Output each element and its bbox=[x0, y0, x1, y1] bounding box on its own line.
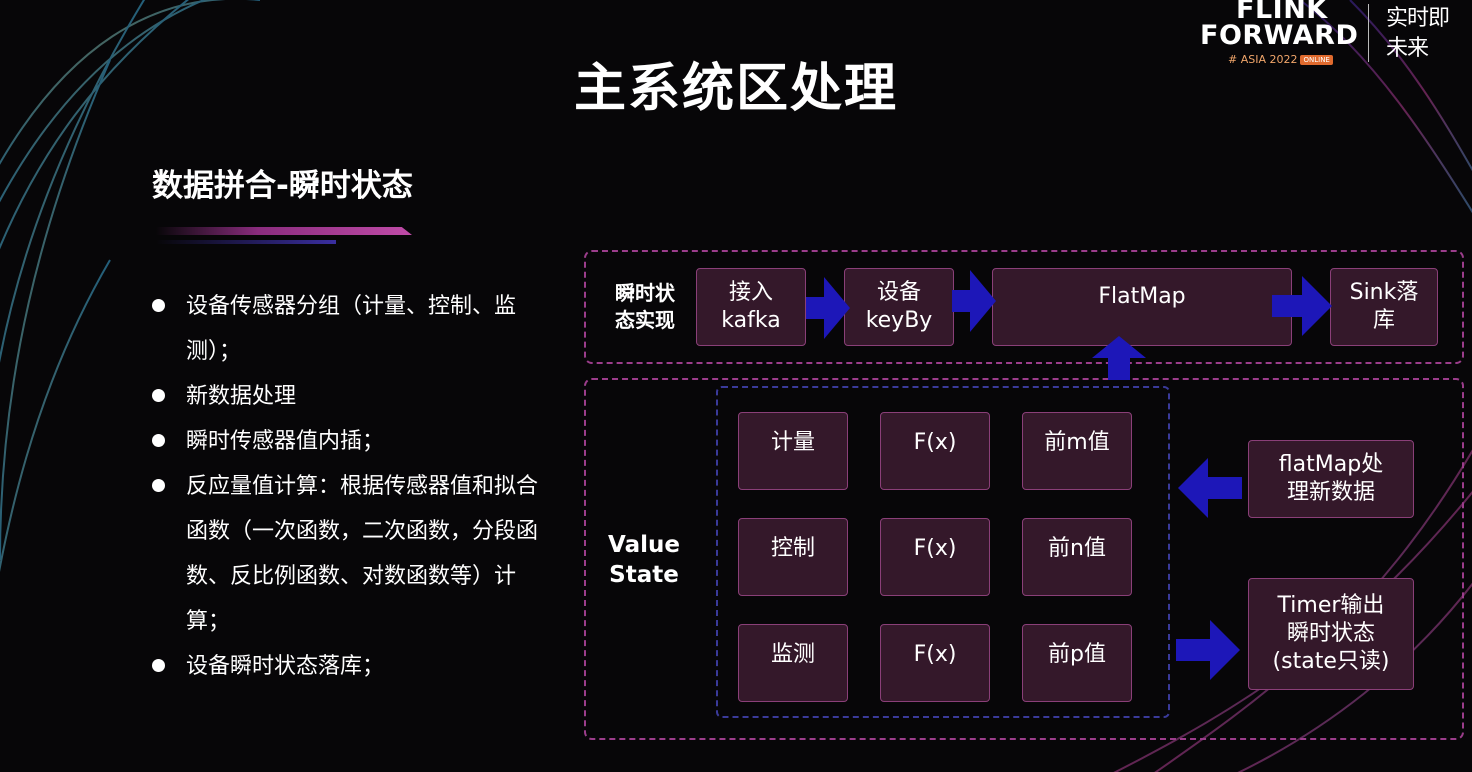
row-prev-box: 前m值 bbox=[1022, 412, 1132, 490]
row-name-box: 控制 bbox=[738, 518, 848, 596]
bullet-item: 新数据处理 bbox=[152, 374, 542, 419]
kafka-line1: 接入 bbox=[728, 280, 773, 305]
subtitle-underline bbox=[156, 227, 412, 235]
row-fn-box: F(x) bbox=[880, 412, 990, 490]
timer-output-box: Timer输出瞬时状态 (state只读) bbox=[1248, 578, 1414, 690]
section-subtitle: 数据拼合-瞬时状态 bbox=[152, 168, 413, 204]
logo-online-badge: ONLINE bbox=[1300, 55, 1333, 65]
value-state-line1: Value bbox=[608, 532, 680, 558]
keyby-line2: keyBy bbox=[865, 308, 933, 333]
logo-asia-label: # ASIA 2022 bbox=[1228, 53, 1298, 66]
bullet-dot bbox=[152, 299, 165, 312]
row-fn-box: F(x) bbox=[880, 624, 990, 702]
bullet-text: 设备瞬时状态落库； bbox=[186, 654, 385, 679]
logo-forward-text: FORWARD bbox=[1200, 20, 1359, 51]
sink-line2: 库 bbox=[1372, 308, 1395, 333]
kafka-source-box: 接入 kafka bbox=[696, 268, 806, 346]
timer-line3: (state只读) bbox=[1272, 649, 1390, 674]
bullet-dot bbox=[152, 434, 165, 447]
row-fn-box: F(x) bbox=[880, 518, 990, 596]
bullet-text: 设备传感器分组（计量、控制、监测）； bbox=[186, 294, 517, 364]
logo-slogan-line1: 实时即 bbox=[1386, 6, 1450, 31]
bullet-dot bbox=[152, 479, 165, 492]
bullet-dot bbox=[152, 389, 165, 402]
sensor-state-group bbox=[716, 386, 1170, 718]
logo-divider bbox=[1368, 4, 1369, 62]
sink-line1: Sink落 bbox=[1349, 280, 1419, 305]
timer-line2: 瞬时状态 bbox=[1286, 621, 1375, 646]
logo-flink-text: FLINK bbox=[1236, 0, 1328, 25]
bullet-list: 设备传感器分组（计量、控制、监测）； 新数据处理 瞬时传感器值内插； 反应量值计… bbox=[152, 284, 542, 689]
pipeline-label: 瞬时状 态实现 bbox=[600, 280, 690, 334]
bullet-dot bbox=[152, 659, 165, 672]
keyby-line1: 设备 bbox=[876, 280, 921, 305]
flatmap-new-line2: 理新数据 bbox=[1286, 480, 1375, 505]
subtitle-underline-accent bbox=[156, 240, 336, 244]
flatmap-box: FlatMap bbox=[992, 268, 1292, 346]
pipeline-label-line1: 瞬时状 bbox=[615, 281, 675, 305]
right-arrow-icon bbox=[1272, 276, 1332, 336]
value-state-group bbox=[584, 378, 1464, 740]
keyby-box: 设备 keyBy bbox=[844, 268, 954, 346]
up-arrow-icon bbox=[1092, 336, 1146, 380]
value-state-label: Value State bbox=[596, 530, 692, 590]
bullet-item: 瞬时传感器值内插； bbox=[152, 419, 542, 464]
row-prev-box: 前n值 bbox=[1022, 518, 1132, 596]
timer-line1: Timer输出 bbox=[1277, 593, 1385, 618]
row-name-box: 计量 bbox=[738, 412, 848, 490]
sink-box: Sink落库 bbox=[1330, 268, 1438, 346]
right-arrow-icon bbox=[806, 277, 850, 339]
flatmap-new-line1: flatMap处 bbox=[1278, 452, 1384, 477]
value-state-line2: State bbox=[609, 562, 679, 588]
row-prev-box: 前p值 bbox=[1022, 624, 1132, 702]
pipeline-group bbox=[584, 250, 1464, 364]
right-arrow-icon bbox=[952, 270, 996, 332]
bullet-text: 瞬时传感器值内插； bbox=[186, 429, 385, 454]
bullet-text: 反应量值计算：根据传感器值和拟合函数（一次函数，二次函数，分段函数、反比例函数、… bbox=[186, 474, 539, 634]
row-name-box: 监测 bbox=[738, 624, 848, 702]
logo-slogan-line2: 未来 bbox=[1386, 36, 1429, 61]
flatmap-new-data-box: flatMap处理新数据 bbox=[1248, 440, 1414, 518]
flatmap-label: FlatMap bbox=[1098, 284, 1186, 309]
left-arrow-icon bbox=[1178, 458, 1242, 518]
bullet-text: 新数据处理 bbox=[186, 384, 297, 409]
bullet-item: 设备瞬时状态落库； bbox=[152, 644, 542, 689]
bullet-item: 设备传感器分组（计量、控制、监测）； bbox=[152, 284, 542, 374]
kafka-line2: kafka bbox=[721, 308, 781, 333]
pipeline-label-line2: 态实现 bbox=[615, 308, 675, 332]
bullet-item: 反应量值计算：根据传感器值和拟合函数（一次函数，二次函数，分段函数、反比例函数、… bbox=[152, 464, 542, 644]
right-arrow-icon bbox=[1176, 620, 1240, 680]
slide-title: 主系统区处理 bbox=[573, 59, 898, 119]
